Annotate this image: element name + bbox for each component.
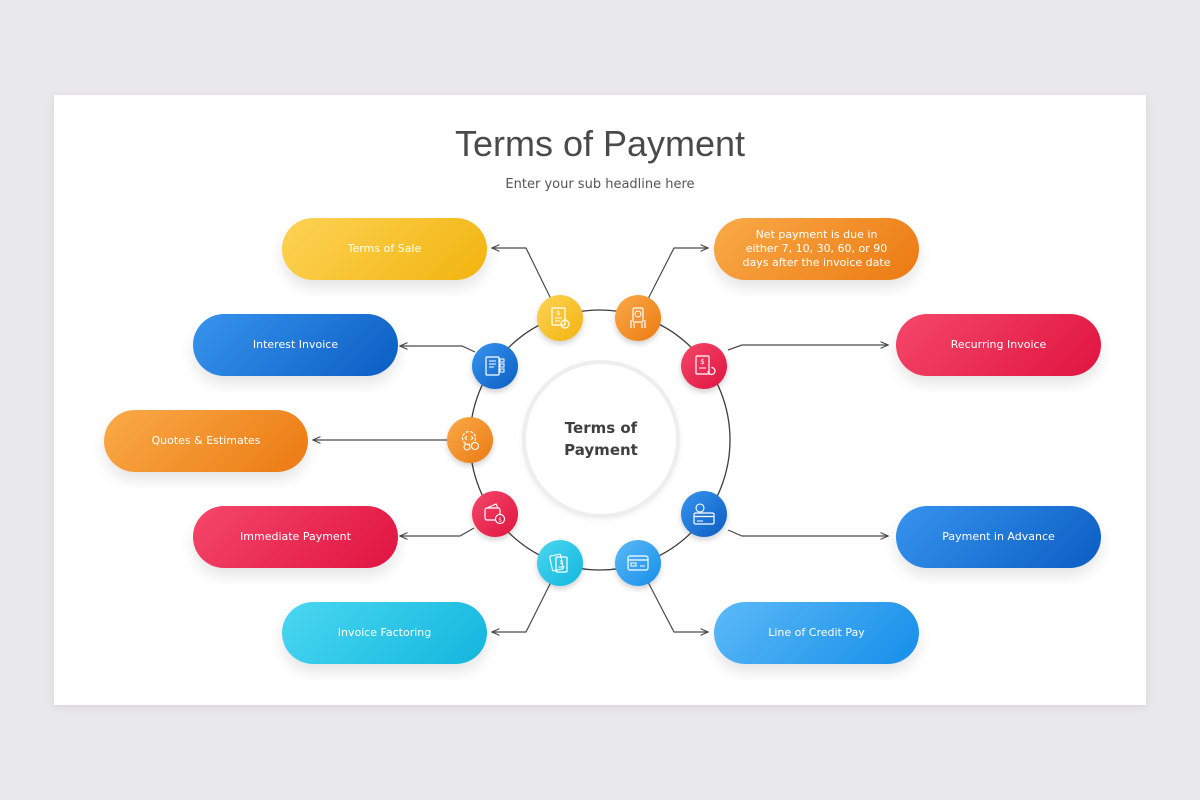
- connector-payment-advance: [727, 529, 888, 536]
- pill-label: Payment in Advance: [942, 530, 1055, 543]
- pill-label: Recurring Invoice: [950, 338, 1047, 351]
- node-invoice-factoring[interactable]: $: [537, 540, 583, 586]
- connector-immediate-payment: [400, 527, 475, 536]
- connector-recurring-invoice: [727, 345, 888, 351]
- connector-net-payment: [647, 248, 708, 300]
- wallet-dollar-icon: $: [484, 503, 506, 525]
- invoice-list-icon: [485, 356, 505, 376]
- hand-dollar-phone-icon: [630, 307, 646, 328]
- pill-terms-of-sale[interactable]: Terms of Sale: [282, 218, 487, 280]
- slide-subtitle: Enter your sub headline here: [505, 177, 695, 192]
- node-net-payment[interactable]: [615, 295, 661, 341]
- svg-text:$: $: [560, 559, 564, 566]
- node-quotes-estimates[interactable]: [447, 417, 493, 463]
- pill-label: Interest Invoice: [252, 338, 339, 351]
- connector-terms-of-sale: [492, 248, 552, 300]
- pill-quotes-estimates[interactable]: Quotes & Estimates: [104, 410, 308, 472]
- node-payment-in-advance[interactable]: [681, 491, 727, 537]
- invoice-refresh-icon: $: [695, 355, 716, 376]
- pill-label: Line of Credit Pay: [768, 626, 865, 639]
- pill-recurring-invoice[interactable]: Recurring Invoice: [896, 314, 1101, 376]
- connector-invoice-factoring: [492, 581, 552, 632]
- node-immediate-payment[interactable]: $: [472, 491, 518, 537]
- pill-line-of-credit-pay[interactable]: Line of Credit Pay: [714, 602, 919, 664]
- svg-text:$: $: [700, 358, 704, 366]
- credit-card-icon: [627, 555, 649, 571]
- svg-text:$: $: [498, 517, 502, 524]
- node-recurring-invoice[interactable]: $: [681, 343, 727, 389]
- pill-label: Terms of Sale: [347, 242, 422, 255]
- pill-invoice-factoring[interactable]: Invoice Factoring: [282, 602, 487, 664]
- invoice-dollar-clock-icon: $: [551, 307, 570, 329]
- slide-title: Terms of Payment: [454, 123, 746, 164]
- card-dollar-icon: [693, 503, 715, 525]
- node-interest-invoice[interactable]: [472, 343, 518, 389]
- connector-line-of-credit: [647, 581, 708, 632]
- pill-net-payment[interactable]: Net payment is due in either 7, 10, 30, …: [714, 218, 919, 280]
- pill-immediate-payment[interactable]: Immediate Payment: [193, 506, 398, 568]
- node-line-of-credit-pay[interactable]: [615, 540, 661, 586]
- center-hub: Terms of Payment: [522, 360, 680, 518]
- center-label: Terms of Payment: [564, 419, 638, 459]
- pill-payment-in-advance[interactable]: Payment in Advance: [896, 506, 1101, 568]
- svg-text:$: $: [557, 310, 561, 317]
- pill-label: Net payment is due in either 7, 10, 30, …: [742, 228, 891, 269]
- gear-dollar-code-icon: [461, 430, 480, 451]
- pill-label: Quotes & Estimates: [151, 434, 261, 447]
- documents-dollar-icon: $: [549, 553, 568, 573]
- pill-interest-invoice[interactable]: Interest Invoice: [193, 314, 398, 376]
- connector-interest-invoice: [400, 346, 476, 353]
- node-terms-of-sale[interactable]: $: [537, 295, 583, 341]
- pill-label: Invoice Factoring: [337, 626, 432, 639]
- pill-label: Immediate Payment: [240, 530, 351, 543]
